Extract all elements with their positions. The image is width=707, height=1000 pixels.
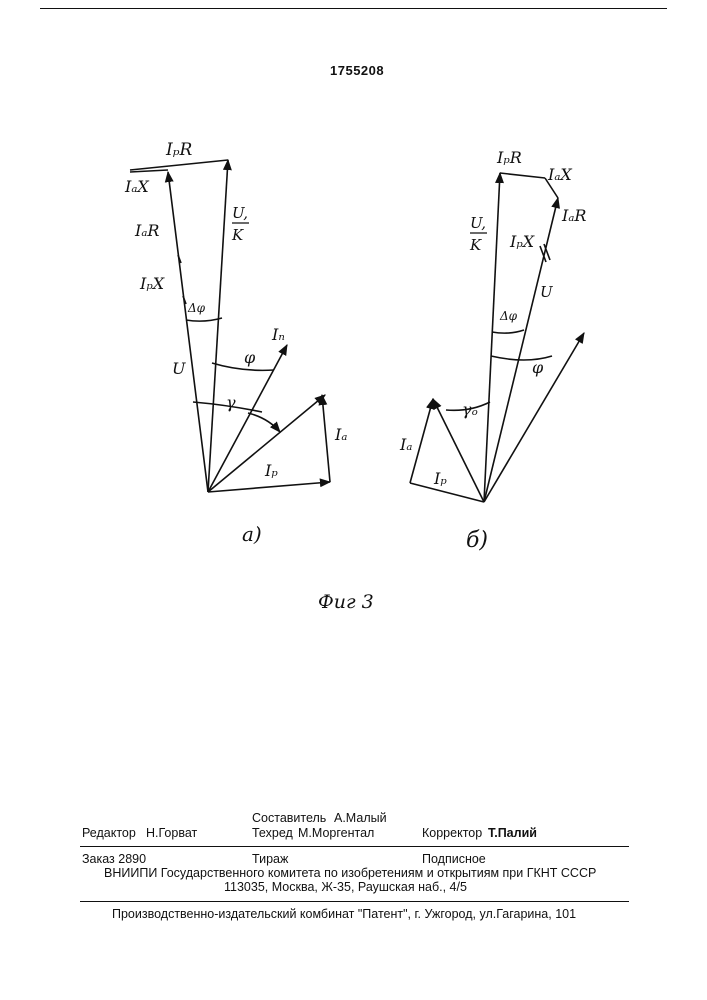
techred-label: Техред xyxy=(252,826,293,840)
label-Ia-a: Iₐ xyxy=(334,425,347,444)
vector-Ip-b xyxy=(410,483,484,502)
label-U-b: U xyxy=(540,283,554,301)
vector-Ia-a xyxy=(322,395,330,482)
publisher: Производственно-издательский комбинат "П… xyxy=(112,907,576,921)
circulation: Тираж xyxy=(252,852,288,866)
editor-name: Н.Горват xyxy=(146,826,197,840)
label-IpR-b: IₚR xyxy=(496,148,522,167)
arc-dphi-a xyxy=(186,318,222,321)
caption-a: а) xyxy=(242,522,262,546)
figure-caption: Фиг 3 xyxy=(318,591,374,613)
label-IaR-b: IₐR xyxy=(561,206,586,225)
label-IaX-a: IₐX xyxy=(124,177,149,196)
label-U1-num-b: U, xyxy=(470,214,486,232)
label-IpX-b: IₚX xyxy=(509,232,535,251)
label-In-a: Iₙ xyxy=(271,325,285,344)
vector-IpR-a xyxy=(130,160,228,170)
order-number: Заказ 2890 xyxy=(82,852,146,866)
label-IaR-a: IₐR xyxy=(134,221,159,240)
composer-label: Составитель xyxy=(252,811,326,825)
label-Ip-a: Iₚ xyxy=(264,461,278,480)
footer-rule-1 xyxy=(80,846,629,847)
vector-IaX-a xyxy=(130,170,168,172)
label-U1-den-a: K xyxy=(231,226,244,244)
techred-name: М.Моргентал xyxy=(298,826,374,840)
label-IpX-a: IₚX xyxy=(139,274,165,293)
label-Ip-b: Iₚ xyxy=(433,469,447,488)
label-U-a: U xyxy=(172,359,186,378)
caption-b: б) xyxy=(466,528,488,553)
vector-Ia-b xyxy=(410,399,433,483)
editor-label: Редактор xyxy=(82,826,136,840)
vector-U1K-a xyxy=(208,160,228,492)
label-phi-a: φ xyxy=(244,348,256,367)
vector-IpR-b xyxy=(500,173,545,178)
subscription: Подписное xyxy=(422,852,486,866)
label-Ia-b: Iₐ xyxy=(399,435,412,454)
diagram-a xyxy=(130,160,330,492)
organization: ВНИИПИ Государственного комитета по изоб… xyxy=(104,866,596,880)
vector-diagrams: IₚR IₐX IₐR IₚX Δφ U U, K Iₙ φ γ Iₐ Iₚ I… xyxy=(0,0,707,640)
label-dphi-b: Δφ xyxy=(499,309,518,323)
arc-gamma2-a xyxy=(248,413,280,432)
label-IaX-b: IₐX xyxy=(547,165,572,184)
vector-U1K-b xyxy=(484,173,500,502)
label-gamma0-b: γₒ xyxy=(462,400,478,419)
diagram-b xyxy=(410,173,584,502)
vector-Ip-a xyxy=(208,482,330,492)
label-gamma-a: γ xyxy=(226,393,236,412)
label-U1-num-a: U, xyxy=(232,204,248,222)
footer-rule-2 xyxy=(80,901,629,902)
composer-name: А.Малый xyxy=(334,811,387,825)
label-dphi-a: Δφ xyxy=(187,301,206,315)
label-IpR-a: IₚR xyxy=(165,140,193,160)
corrector-name: Т.Палий xyxy=(488,826,537,840)
vector-U-a xyxy=(168,172,208,492)
arc-dphi-b xyxy=(492,330,524,333)
label-phi-b: φ xyxy=(532,358,544,377)
label-U1-den-b: K xyxy=(469,236,482,254)
corrector-label: Корректор xyxy=(422,826,482,840)
arc-phi-a xyxy=(212,363,274,370)
address: 113035, Москва, Ж-35, Раушская наб., 4/5 xyxy=(224,880,467,894)
